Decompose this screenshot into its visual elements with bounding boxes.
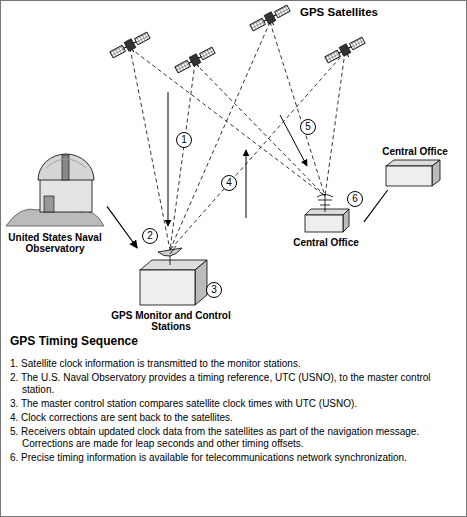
connector	[364, 190, 388, 222]
callout-number: 3	[206, 282, 222, 298]
callout-number: 1	[176, 132, 192, 148]
illustrated-node: Central Office	[376, 146, 454, 190]
central-office-box	[386, 160, 440, 186]
callout-number: 2	[142, 228, 158, 244]
group-title: GPS Satellites	[300, 6, 378, 18]
connector	[107, 206, 137, 248]
node-label: United States Naval Observatory	[3, 232, 107, 254]
list-item: 5. Receivers obtain updated clock data f…	[10, 426, 458, 450]
callout-number: 5	[300, 119, 316, 135]
node-label: Central Office	[293, 237, 359, 248]
list-heading: GPS Timing Sequence	[10, 334, 458, 348]
callout-number: 4	[221, 175, 237, 191]
illustrated-node: United States Naval Observatory	[3, 148, 107, 254]
timing-list: GPS Timing Sequence 1. Satellite clock in…	[10, 334, 458, 464]
list-item: 6. Precise timing information is availab…	[10, 452, 458, 464]
signal-lines	[130, 22, 345, 250]
monitor-station	[140, 246, 207, 305]
list-item: 1. Satellite clock information is transm…	[10, 358, 458, 370]
list-item: 2. The U.S. Naval Observatory provides a…	[10, 372, 458, 396]
central-office-tower	[305, 194, 349, 232]
node-label: Central Office	[382, 146, 448, 157]
observatory	[6, 154, 104, 226]
list-item: 4. Clock corrections are sent back to th…	[10, 412, 458, 424]
list-item: 3. The master control station compares s…	[10, 398, 458, 410]
callout-number: 6	[347, 191, 363, 207]
sequence-arrows	[168, 92, 307, 226]
node-label: GPS Monitor and Control Stations	[106, 310, 236, 332]
